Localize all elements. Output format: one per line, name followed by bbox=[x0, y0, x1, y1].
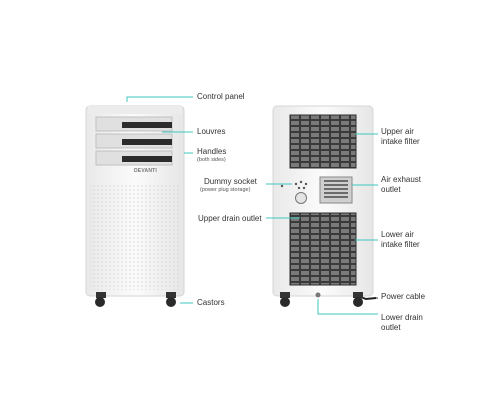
callout-lines bbox=[126, 96, 378, 315]
label-control-panel: Control panel bbox=[197, 92, 245, 101]
lower-drain-line bbox=[317, 299, 378, 315]
label-dummy-socket: Dummy socket bbox=[204, 177, 257, 186]
louvres bbox=[95, 116, 173, 166]
label-exhaust-1: Air exhaust bbox=[381, 175, 422, 184]
lower-air-intake-filter bbox=[289, 212, 357, 286]
label-lower-drain-2: outlet bbox=[381, 323, 401, 332]
control-panel bbox=[88, 106, 182, 114]
control-panel-line bbox=[126, 96, 193, 102]
upper-air-intake-filter bbox=[289, 114, 357, 169]
label-lower-drain-1: Lower drain bbox=[381, 313, 423, 322]
back-unit bbox=[272, 105, 377, 307]
label-lower-filter-1: Lower air bbox=[381, 230, 414, 239]
label-power-cable: Power cable bbox=[381, 292, 426, 301]
label-lower-filter-2: intake filter bbox=[381, 240, 420, 249]
label-dummy-socket-note: (power plug storage) bbox=[200, 187, 251, 193]
label-exhaust-2: outlet bbox=[381, 185, 401, 194]
dummy-socket bbox=[280, 180, 308, 190]
label-handles-note: (both sides) bbox=[197, 157, 226, 163]
upper-drain-outlet bbox=[295, 192, 307, 204]
logo: DEVANTI bbox=[134, 168, 157, 174]
label-upper-filter-2: intake filter bbox=[381, 137, 420, 146]
front-speckle-pattern bbox=[90, 185, 180, 290]
castors bbox=[95, 292, 176, 307]
label-upper-drain-outlet: Upper drain outlet bbox=[198, 214, 262, 223]
lower-drain-outlet bbox=[315, 292, 321, 298]
label-louvres: Louvres bbox=[197, 127, 226, 136]
label-upper-filter-1: Upper air bbox=[381, 127, 414, 136]
back-castors bbox=[280, 292, 363, 307]
front-unit bbox=[85, 105, 185, 307]
label-handles: Handles bbox=[197, 147, 227, 156]
label-castors: Castors bbox=[197, 298, 225, 307]
